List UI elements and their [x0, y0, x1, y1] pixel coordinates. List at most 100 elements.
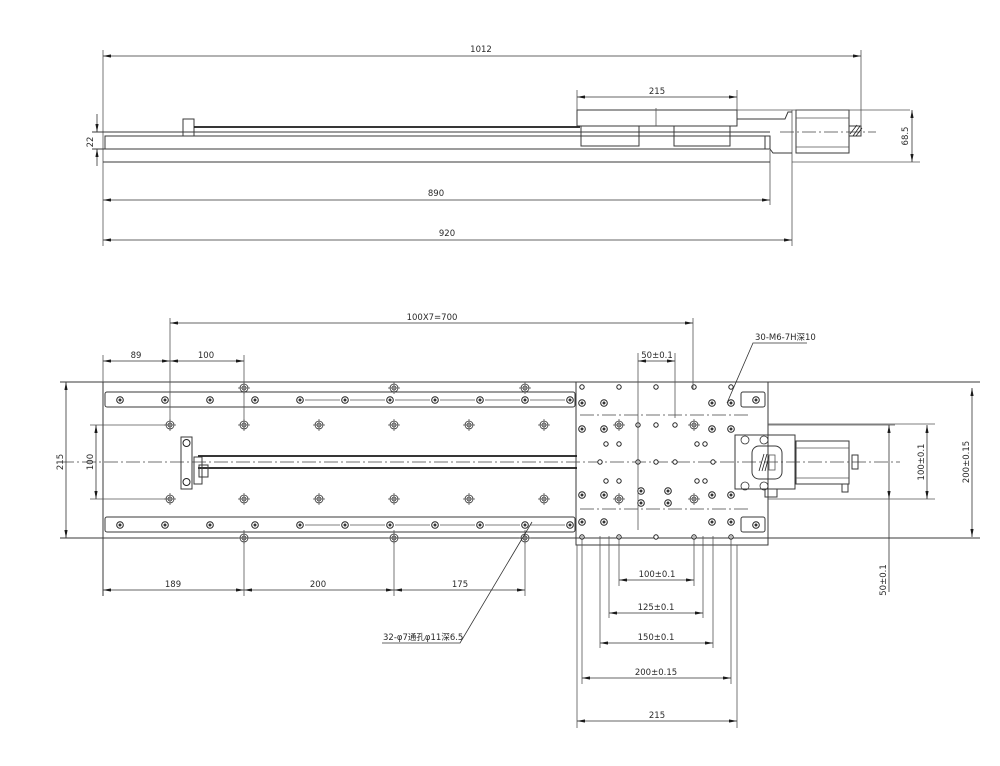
motor-screw — [740, 435, 750, 445]
tapped-hole — [653, 384, 659, 390]
bolt-hole-center — [253, 523, 257, 527]
dim-bottom-200: 200 — [310, 580, 326, 590]
tapped-hole — [702, 478, 708, 484]
rail-strip-bottom — [104, 516, 576, 533]
dim-bottom-189: 189 — [165, 580, 181, 590]
callout-mount-holes: 32-φ7通孔φ11深6.5 — [383, 632, 463, 643]
limit-block — [182, 118, 195, 137]
dim-carriage-200: 200±0.15 — [635, 668, 677, 678]
dim-right-100: 100±0.1 — [917, 444, 927, 481]
bolt-hole-center — [580, 427, 584, 431]
end-cap-top — [737, 111, 792, 120]
bolt-hole-center — [580, 493, 584, 497]
bolt-hole-center — [478, 398, 482, 402]
end-cap-step — [730, 135, 770, 150]
bolt-hole-center — [729, 401, 733, 405]
bolt-hole-center — [163, 398, 167, 402]
tapped-hole — [653, 422, 659, 428]
bolt-hole-center — [298, 523, 302, 527]
dim-tap-spacing: 50±0.1 — [641, 351, 672, 361]
bolt-hole-center — [602, 401, 606, 405]
dim-right-50: 50±0.1 — [879, 564, 889, 595]
dim-overall-length: 1012 — [470, 45, 492, 55]
bolt-hole-center — [163, 523, 167, 527]
dim-hole-spacing: 100 — [198, 351, 214, 361]
motor-plug — [764, 488, 778, 498]
dim-carriage-215: 215 — [649, 711, 665, 721]
coupling-window — [751, 445, 783, 480]
dim-width: 215 — [56, 454, 66, 470]
switch-bracket — [198, 464, 209, 478]
bolt-hole-center — [208, 398, 212, 402]
rail-strip-top-end — [740, 391, 766, 408]
leader-line-mount — [382, 521, 533, 644]
tapped-hole — [710, 459, 716, 465]
carriage-plate-top — [575, 381, 769, 546]
tapped-hole — [694, 478, 700, 484]
switch-bracket — [193, 456, 203, 485]
top-view: 100X7=700 89 100 50±0.1 30-M6-7H深10 215 … — [56, 313, 980, 728]
end-cap-bottom — [769, 148, 792, 154]
carriage-plate — [576, 109, 738, 127]
bolt-hole-center — [253, 398, 257, 402]
bolt-hole-center — [639, 489, 643, 493]
bolt-hole-center — [602, 427, 606, 431]
bolt-hole-center — [388, 398, 392, 402]
tapped-hole — [672, 422, 678, 428]
tapped-hole — [603, 478, 609, 484]
bolt-hole-center — [602, 520, 606, 524]
side-view: 1012 215 — [86, 45, 920, 246]
tapped-hole — [603, 441, 609, 447]
bolt-hole-center — [754, 398, 758, 402]
base-profile — [104, 135, 771, 150]
dim-end-offset: 89 — [131, 351, 142, 361]
bolt-hole-center — [343, 398, 347, 402]
dim-motor-height: 68.5 — [901, 127, 911, 146]
tapped-hole — [616, 478, 622, 484]
dim-rail-spacing: 100 — [86, 454, 96, 470]
leader-line-tapped — [726, 342, 807, 404]
bolt-hole-center — [388, 523, 392, 527]
bolt-hole-center — [523, 398, 527, 402]
bolt-hole-center — [754, 523, 758, 527]
tapped-hole — [691, 384, 697, 390]
hatch-pattern — [849, 124, 863, 137]
bolt-hole-center — [666, 501, 670, 505]
slider-block-left — [580, 125, 640, 147]
rail-strip-top — [104, 391, 576, 408]
dim-carriage-125: 125±0.1 — [638, 603, 675, 613]
motor-connector — [851, 454, 859, 470]
bolt-hole-center — [118, 523, 122, 527]
tapped-hole — [702, 441, 708, 447]
bolt-hole-center — [343, 523, 347, 527]
motor-connector — [848, 125, 862, 137]
bolt-hole-center — [568, 523, 572, 527]
tapped-hole — [597, 459, 603, 465]
tapped-hole — [653, 534, 659, 540]
tapped-hole — [653, 459, 659, 465]
tapped-hole — [694, 441, 700, 447]
bolt-hole-center — [710, 427, 714, 431]
tapped-hole — [728, 384, 734, 390]
dim-rail-length: 890 — [428, 189, 444, 199]
dim-bottom-175: 175 — [452, 580, 468, 590]
dim-right-200: 200±0.15 — [962, 441, 972, 483]
hatch-pattern — [758, 453, 776, 472]
bolt-hole-center — [602, 493, 606, 497]
dim-carriage-150: 150±0.1 — [638, 633, 675, 643]
bolt-hole-center — [729, 427, 733, 431]
tapped-hole — [672, 459, 678, 465]
bolt-hole-center — [433, 398, 437, 402]
tapped-hole — [579, 384, 585, 390]
bolt-hole-center — [523, 523, 527, 527]
bolt-hole-center — [118, 398, 122, 402]
bolt-hole-center — [666, 489, 670, 493]
dim-pitch: 100X7=700 — [407, 313, 458, 323]
dim-base-height: 22 — [86, 137, 96, 148]
bolt-hole-center — [710, 520, 714, 524]
motor-screw — [759, 481, 769, 491]
bolt-hole-center — [433, 523, 437, 527]
bolt-hole-center — [639, 501, 643, 505]
bolt-hole-center — [729, 520, 733, 524]
